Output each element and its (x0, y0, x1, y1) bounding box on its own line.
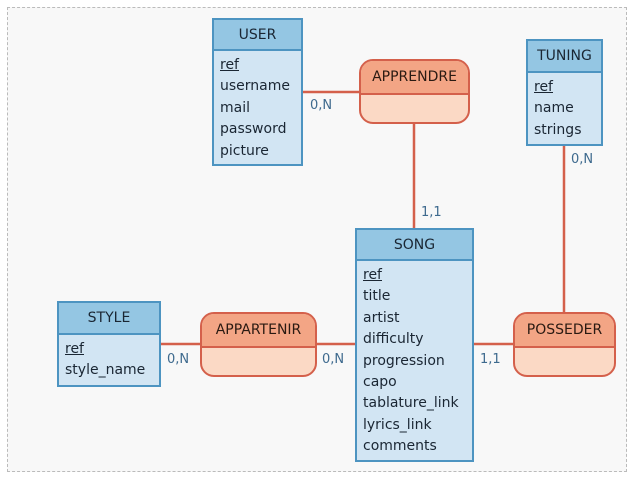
entity-tuning-title: TUNING (528, 41, 601, 73)
cardinality-user-apprendre: 0,N (310, 98, 333, 113)
attribute-username: username (220, 78, 290, 95)
attribute-lyrics-link: lyrics_link (363, 416, 432, 433)
entity-style-attributes: ref style_name (59, 335, 159, 382)
entity-user-attributes: ref username mail password picture (214, 51, 301, 162)
attribute-difficulty: difficulty (363, 331, 424, 348)
cardinality-song-appartenir: 0,N (322, 352, 345, 367)
cardinality-song-posseder: 1,1 (480, 352, 501, 367)
diagram-canvas (7, 7, 627, 472)
attribute-ref: ref (220, 57, 239, 73)
attribute-progression: progression (363, 352, 445, 369)
association-posseder-title: POSSEDER (515, 314, 614, 348)
association-appartenir-title: APPARTENIR (202, 314, 315, 348)
entity-song-attributes: ref title artist difficulty progression … (357, 261, 472, 458)
attribute-title: title (363, 288, 391, 305)
attribute-picture: picture (220, 142, 269, 159)
entity-tuning-attributes: ref name strings (528, 73, 601, 141)
entity-style[interactable]: STYLE ref style_name (57, 301, 161, 387)
entity-user-title: USER (214, 20, 301, 51)
entity-user[interactable]: USER ref username mail password picture (212, 18, 303, 166)
attribute-ref: ref (65, 341, 84, 357)
attribute-comments: comments (363, 438, 437, 455)
attribute-ref: ref (534, 79, 553, 95)
entity-song-title: SONG (357, 230, 472, 261)
cardinality-song-apprendre: 1,1 (421, 205, 442, 220)
attribute-style-name: style_name (65, 362, 146, 379)
entity-tuning[interactable]: TUNING ref name strings (526, 39, 603, 146)
attribute-password: password (220, 121, 287, 138)
attribute-artist: artist (363, 309, 400, 326)
association-appartenir[interactable]: APPARTENIR (200, 312, 317, 377)
association-posseder[interactable]: POSSEDER (513, 312, 616, 377)
attribute-capo: capo (363, 374, 397, 391)
attribute-name: name (534, 100, 574, 117)
association-apprendre[interactable]: APPRENDRE (359, 59, 470, 124)
entity-song[interactable]: SONG ref title artist difficulty progres… (355, 228, 474, 462)
attribute-mail: mail (220, 99, 250, 116)
attribute-ref: ref (363, 267, 382, 283)
cardinality-style-appartenir: 0,N (167, 352, 190, 367)
entity-style-title: STYLE (59, 303, 159, 335)
association-apprendre-title: APPRENDRE (361, 61, 468, 95)
cardinality-tuning-posseder: 0,N (571, 152, 594, 167)
attribute-strings: strings (534, 121, 582, 138)
attribute-tablature-link: tablature_link (363, 395, 459, 412)
